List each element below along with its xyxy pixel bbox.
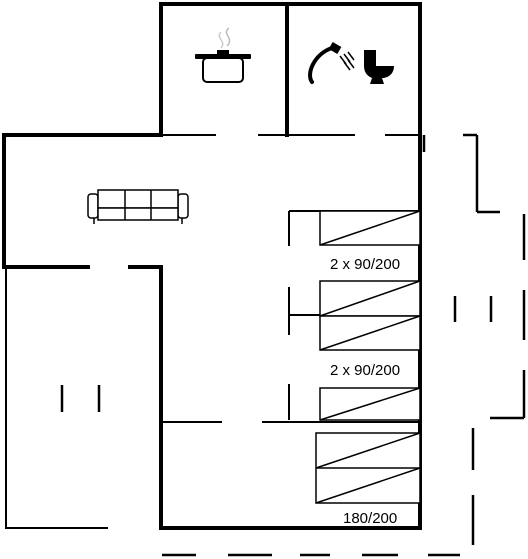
toilet-icon [364,50,394,84]
bed-label-mid: 2 x 90/200 [330,362,400,379]
bed-label-bottom: 180/200 [343,510,397,527]
terrace-outline [162,133,526,557]
shower-icon [308,42,355,84]
beds [315,210,421,504]
window-marks [60,296,493,412]
bed-label-top: 2 x 90/200 [330,256,400,273]
sofa-icon [87,189,189,224]
cooking-pot-icon [195,27,251,83]
